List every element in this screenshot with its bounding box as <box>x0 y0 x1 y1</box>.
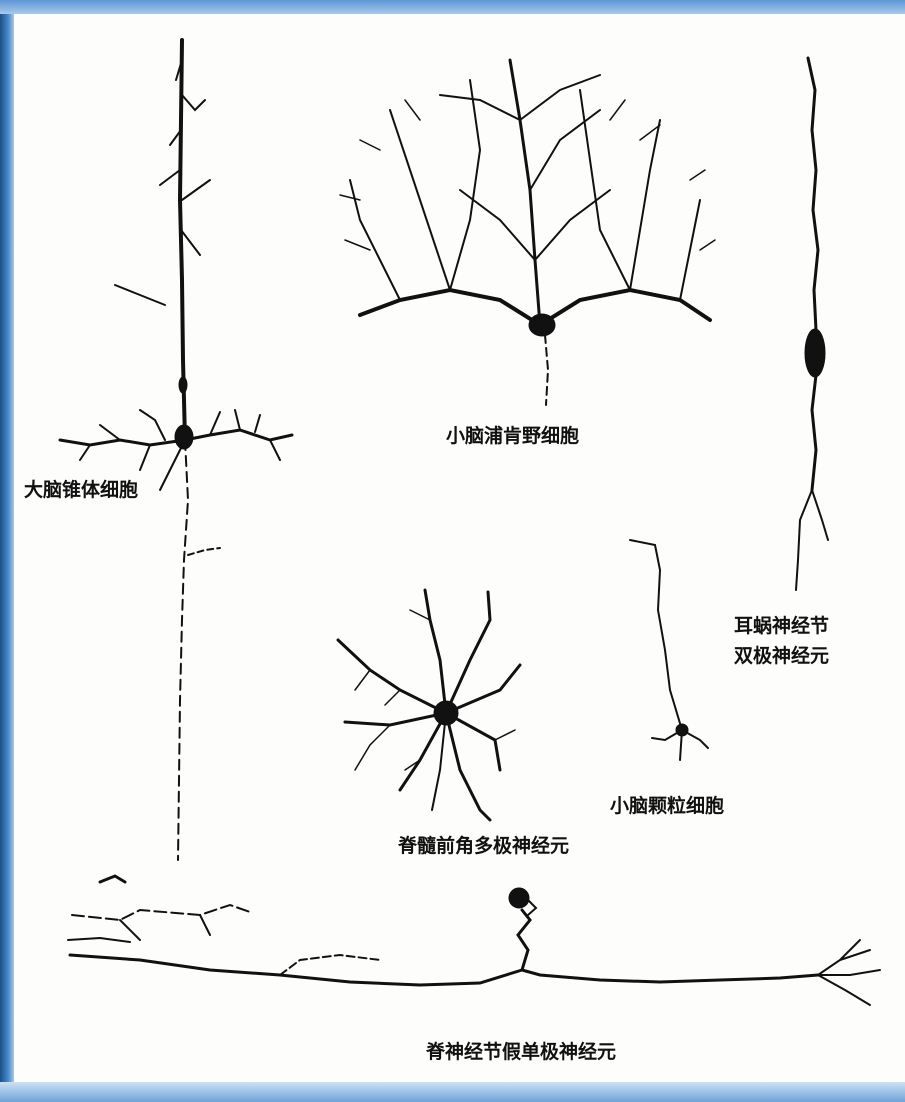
label-purkinje-cell: 小脑浦肯野细胞 <box>446 424 579 450</box>
label-cochlear-ganglion: 耳蜗神经节 <box>734 614 829 640</box>
purkinje-neuron-drawing <box>340 60 715 405</box>
label-cerebellar-granule-cell: 小脑颗粒细胞 <box>610 794 724 820</box>
pseudounipolar-neuron-drawing <box>68 888 880 1005</box>
granule-neuron-drawing <box>630 540 708 760</box>
pyramidal-neuron-drawing <box>60 40 292 882</box>
label-pseudounipolar-neuron: 脊神经节假单极神经元 <box>426 1040 616 1066</box>
label-bipolar-neuron: 双极神经元 <box>734 644 829 670</box>
bipolar-neuron-drawing <box>796 58 828 590</box>
label-spinal-multipolar-neuron: 脊髓前角多极神经元 <box>398 834 569 860</box>
label-cerebral-pyramidal-cell: 大脑锥体细胞 <box>24 478 138 504</box>
multipolar-neuron-drawing <box>338 590 520 820</box>
